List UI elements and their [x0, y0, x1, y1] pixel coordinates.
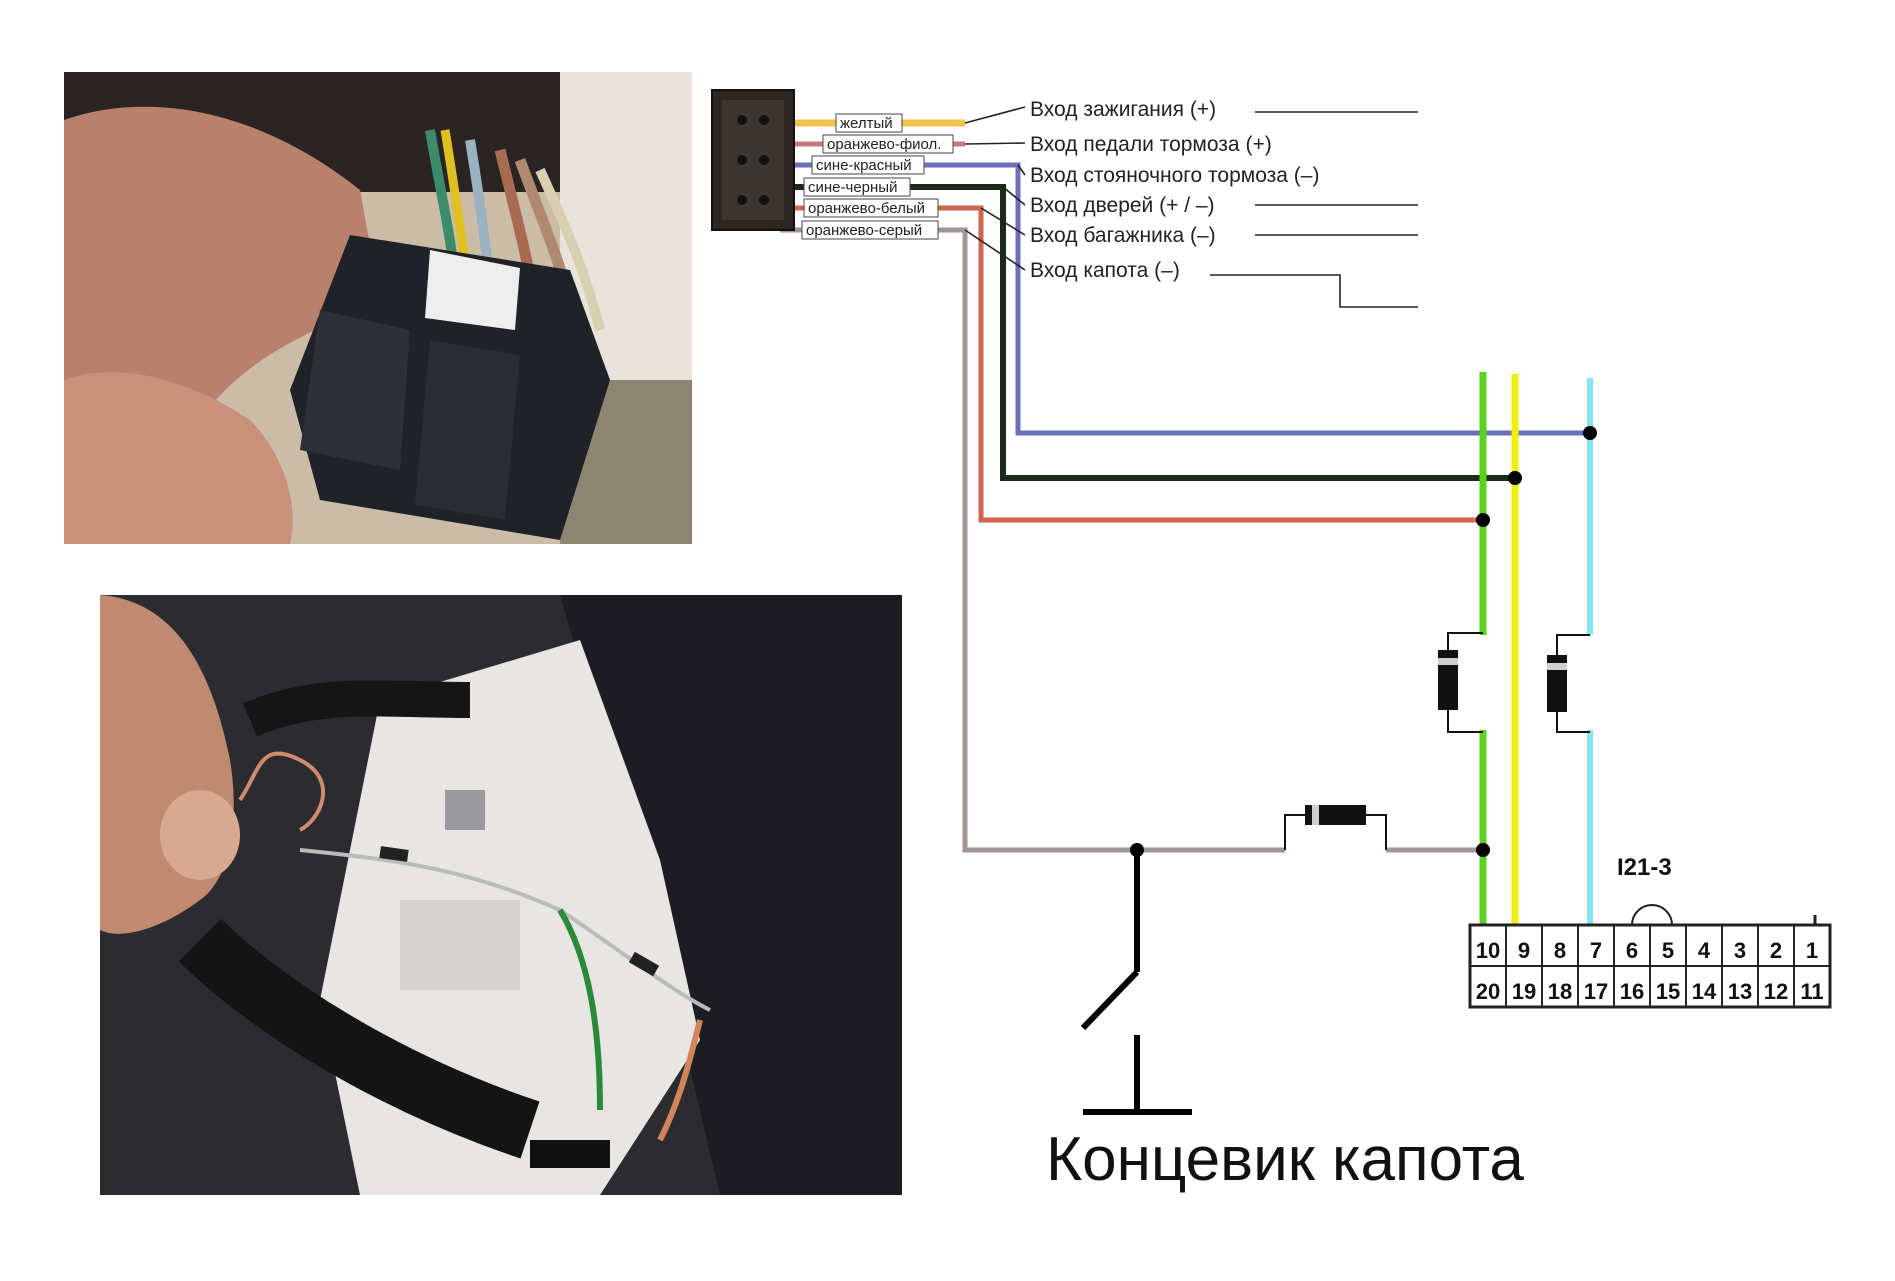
pin-number-4: 4: [1698, 938, 1711, 963]
pin-number-16: 16: [1620, 979, 1644, 1004]
pin-number-8: 8: [1554, 938, 1566, 963]
pin-number-11: 11: [1800, 979, 1823, 1004]
pin-number-19: 19: [1512, 979, 1536, 1004]
pin-number-10: 10: [1476, 938, 1500, 963]
pin-number-1: 1: [1806, 938, 1818, 963]
pin-number-6: 6: [1626, 938, 1638, 963]
connector-title: I21-3: [1617, 854, 1672, 881]
input-label-brake-pedal: Вход педали тормоза (+): [1030, 133, 1272, 156]
pin-number-15: 15: [1656, 979, 1680, 1004]
input-label-trunk: Вход багажника (–): [1030, 224, 1216, 247]
pin-number-3: 3: [1734, 938, 1746, 963]
pin-number-13: 13: [1728, 979, 1752, 1004]
input-labels: Вход зажигания (+) Вход педали тормоза (…: [1030, 98, 1319, 282]
wire-label-blue-black: сине-черный: [808, 179, 897, 196]
pin-number-20: 20: [1476, 979, 1500, 1004]
wire-label-yellow: желтый: [840, 115, 893, 132]
pin-number-12: 12: [1764, 979, 1788, 1004]
wire-label-orange-gray: оранжево-серый: [806, 222, 922, 239]
pin-number-17: 17: [1584, 979, 1608, 1004]
junction-dots: [1130, 426, 1597, 857]
wire-labels: желтый оранжево-фиол. сине-красный сине-…: [801, 113, 954, 240]
switch-caption: Концевик капота: [1046, 1125, 1524, 1194]
wiring-photo: [100, 595, 902, 1195]
pin-number-18: 18: [1548, 979, 1572, 1004]
diode-gray: [1284, 805, 1387, 850]
pin-number-2: 2: [1770, 938, 1782, 963]
input-label-ignition: Вход зажигания (+): [1030, 98, 1216, 121]
hood-switch: [1080, 850, 1192, 1115]
pin-number-9: 9: [1518, 938, 1530, 963]
leader-lines: [964, 106, 1418, 308]
connector-photo: [64, 72, 692, 544]
plug-connector: [711, 89, 795, 231]
diode-green: [1438, 632, 1483, 733]
pin-number-14: 14: [1692, 979, 1717, 1004]
wire-label-blue-red: сине-красный: [816, 157, 912, 174]
pin-number-7: 7: [1590, 938, 1602, 963]
wire-label-orange-violet: оранжево-фиол.: [827, 136, 941, 153]
input-label-hood: Вход капота (–): [1030, 259, 1180, 282]
input-label-doors: Вход дверей (+ / –): [1030, 194, 1215, 217]
input-label-parking-brake: Вход стояночного тормоза (–): [1030, 164, 1319, 187]
vertical-lines: [1479, 372, 1593, 940]
pin-number-5: 5: [1662, 938, 1674, 963]
diode-cyan: [1547, 634, 1590, 733]
wire-label-orange-white: оранжево-белый: [808, 200, 925, 217]
